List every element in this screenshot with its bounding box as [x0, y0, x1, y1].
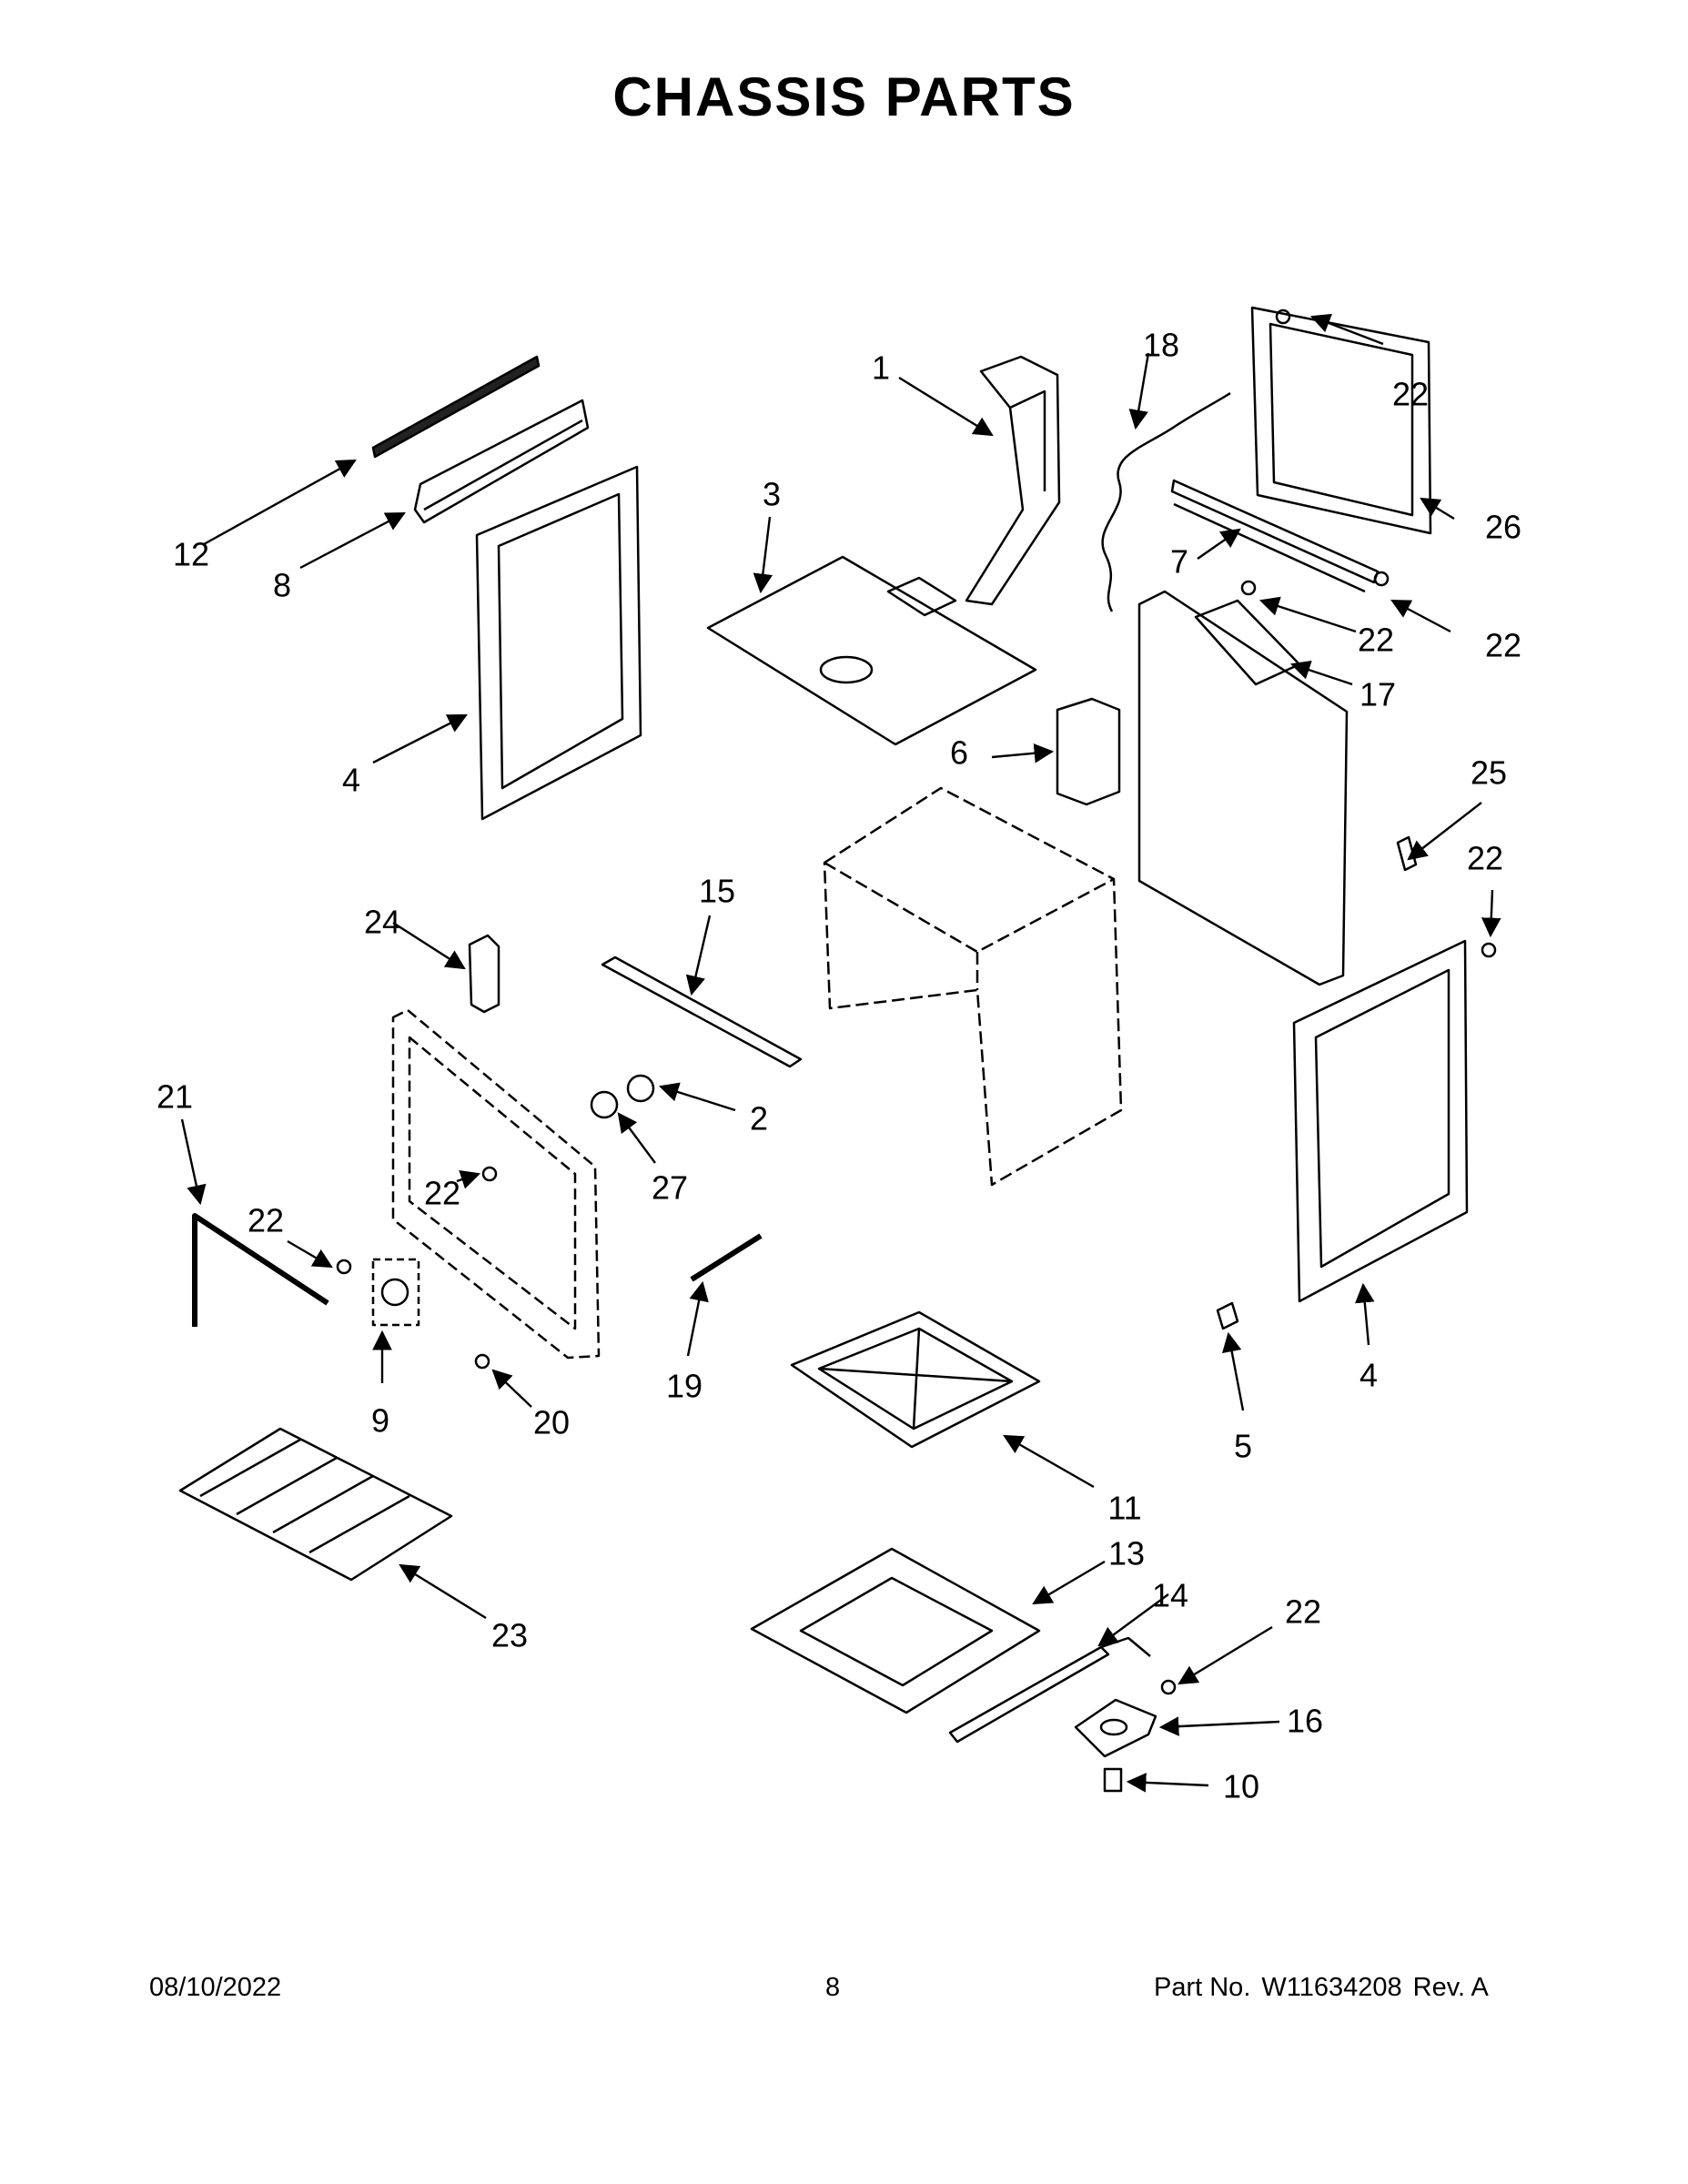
- part-8-bracket: [413, 399, 590, 524]
- part-9-hinge: [371, 1258, 420, 1327]
- footer-page-number: 8: [825, 1973, 841, 2002]
- part-10-leveling-leg: [1103, 1767, 1123, 1793]
- callout-1: 1: [872, 349, 890, 387]
- part-14-drawer-rail: [948, 1636, 1151, 1744]
- callout-4: 4: [342, 762, 360, 799]
- part-16-leveling-bracket: [1074, 1698, 1157, 1758]
- part-label: Part No.: [1154, 1973, 1251, 2002]
- callout-2: 2: [750, 1100, 768, 1138]
- callout-22: 22: [1485, 627, 1521, 664]
- callout-22: 22: [1467, 840, 1503, 877]
- callout-24: 24: [364, 904, 400, 941]
- callout-19: 19: [666, 1368, 702, 1405]
- part-11-broil-pan: [790, 1310, 1041, 1449]
- part-4-side-panel-left: [475, 465, 642, 821]
- rear-panel: [1137, 590, 1349, 986]
- callout-8: 8: [273, 567, 291, 604]
- callout-12: 12: [173, 536, 209, 573]
- callout-26: 26: [1485, 509, 1521, 546]
- part-3-top-plate: [706, 555, 1037, 746]
- callout-22: 22: [248, 1202, 284, 1239]
- callout-13: 13: [1108, 1535, 1145, 1572]
- part-number: W11634208: [1261, 1973, 1402, 2002]
- callout-21: 21: [157, 1078, 193, 1116]
- part-27-knob: [590, 1090, 619, 1119]
- part-18-wire-harness: [1101, 391, 1231, 612]
- part-12-trim-strip: [371, 355, 541, 459]
- callout-15: 15: [699, 873, 735, 910]
- part-23-oven-rack: [178, 1427, 453, 1582]
- callout-22: 22: [424, 1175, 460, 1212]
- callout-27: 27: [652, 1169, 688, 1207]
- callout-6: 6: [950, 734, 968, 772]
- part-4-side-panel-right: [1292, 939, 1469, 1303]
- part-7-rail: [1170, 479, 1380, 593]
- footer-date: 08/10/2022: [149, 1973, 282, 2002]
- footer-part-info: Part No. W11634208 Rev. A: [1154, 1973, 1489, 2003]
- part-2-knob: [626, 1074, 655, 1103]
- oven-cavity: [823, 786, 1123, 1187]
- part-19-rod: [690, 1233, 763, 1282]
- front-frame: [391, 1008, 601, 1360]
- part-21-gasket: [192, 1213, 329, 1327]
- page-title: CHASSIS PARTS: [612, 66, 1076, 127]
- callout-23: 23: [491, 1617, 528, 1654]
- part-13-drawer-liner: [750, 1547, 1041, 1714]
- part-26-back-panel: [1250, 306, 1432, 535]
- part-25-clip: [1396, 835, 1418, 872]
- callout-14: 14: [1152, 1577, 1188, 1614]
- callout-20: 20: [533, 1404, 570, 1441]
- callout-5: 5: [1234, 1428, 1252, 1465]
- part-15-trim-rail: [601, 956, 803, 1068]
- leader-arrows: [180, 313, 1501, 1793]
- callout-22: 22: [1392, 376, 1429, 413]
- part-24-hinge-cover: [468, 934, 500, 1014]
- callout-10: 10: [1223, 1768, 1259, 1805]
- callout-9: 9: [371, 1402, 389, 1440]
- revision: Rev. A: [1412, 1973, 1489, 2002]
- callout-11: 11: [1107, 1490, 1141, 1527]
- callout-4: 4: [1359, 1357, 1378, 1394]
- part-6-insulation-box: [1056, 697, 1121, 806]
- part-20-screw: [474, 1353, 490, 1370]
- part-5-clip: [1216, 1301, 1239, 1330]
- callout-22: 22: [1358, 622, 1394, 659]
- callout-7: 7: [1170, 543, 1188, 581]
- callout-17: 17: [1359, 676, 1396, 713]
- callout-22: 22: [1285, 1593, 1321, 1631]
- callout-18: 18: [1143, 327, 1179, 364]
- part-1-vent-duct: [965, 355, 1061, 606]
- callout-3: 3: [763, 476, 781, 513]
- part-22-screws: [336, 308, 1497, 1695]
- callout-16: 16: [1287, 1703, 1323, 1740]
- callout-25: 25: [1471, 754, 1507, 792]
- part-17-bracket: [1194, 599, 1301, 686]
